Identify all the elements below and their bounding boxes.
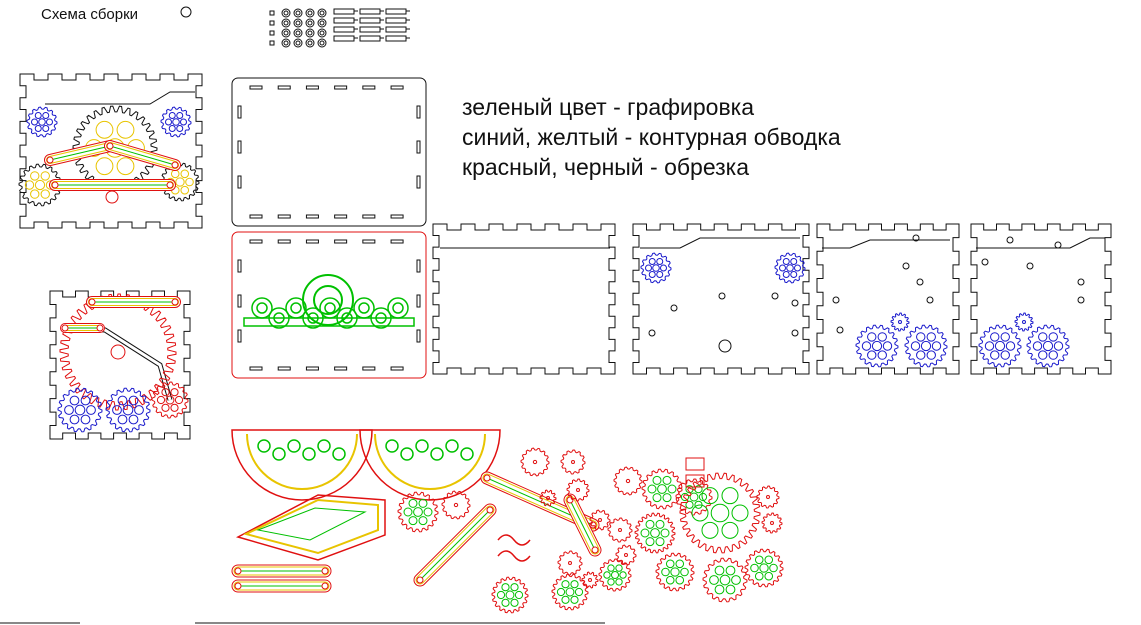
title-marker-circle bbox=[180, 6, 192, 18]
gear-loose-8 bbox=[551, 573, 589, 611]
assembly2-gear-red-small bbox=[151, 381, 189, 419]
panel3-gear-b bbox=[904, 324, 948, 368]
legend-line-engrave: зеленый цвет - графировка bbox=[462, 94, 755, 120]
page-title: Схема сборки bbox=[41, 6, 139, 23]
side-panel-right bbox=[970, 223, 1112, 375]
side-panel-three-gears bbox=[816, 223, 960, 375]
gear-loose-23 bbox=[615, 544, 637, 566]
link-bar-long-1 bbox=[231, 564, 332, 578]
link-bar-long-2 bbox=[231, 579, 332, 593]
assembly2-gear-blue-2 bbox=[105, 387, 151, 433]
gear-loose-19 bbox=[744, 548, 784, 588]
assembly1-gear-blue-left bbox=[26, 106, 58, 138]
gear-loose-11 bbox=[613, 466, 643, 496]
panel4-gear-small bbox=[1014, 312, 1034, 332]
small-connectors bbox=[497, 457, 705, 562]
top-plate-black bbox=[231, 77, 427, 227]
gear-loose-10 bbox=[589, 509, 611, 531]
assembly1-link-a bbox=[44, 140, 116, 166]
panel4-gear-a bbox=[978, 324, 1022, 368]
gear-loose-14 bbox=[634, 512, 676, 554]
gear-loose-5 bbox=[397, 491, 439, 533]
assembly1-link-c bbox=[49, 179, 176, 191]
panel2-gear-left bbox=[640, 252, 672, 284]
panel3-gear-a bbox=[855, 324, 899, 368]
top-plate-red bbox=[231, 231, 427, 379]
assembly1-gear-blue-right bbox=[160, 106, 192, 138]
engraved-ornament bbox=[243, 274, 415, 329]
gear-loose-16 bbox=[679, 472, 761, 554]
side-panel-plain bbox=[432, 223, 616, 375]
assembly2-gear-red-big bbox=[59, 293, 177, 411]
gear-loose-20 bbox=[761, 512, 783, 534]
hardware-parts bbox=[269, 8, 410, 48]
gear-loose-13 bbox=[607, 517, 633, 543]
fan-gear-segments bbox=[231, 429, 501, 501]
assembly2-gear-blue-1 bbox=[57, 387, 103, 433]
gear-loose-6 bbox=[441, 490, 471, 520]
gear-loose-24 bbox=[581, 571, 599, 589]
gear-loose-17 bbox=[655, 552, 695, 592]
gear-loose-3 bbox=[566, 478, 590, 502]
panel4-gear-b bbox=[1026, 324, 1070, 368]
color-legend: зеленый цвет - графировка синий, желтый … bbox=[462, 92, 841, 182]
side-panel-blue-gears bbox=[632, 223, 810, 375]
assembly2-link-diag bbox=[60, 323, 105, 333]
gear-loose-21 bbox=[756, 485, 780, 509]
assembly2-link-top bbox=[86, 296, 181, 308]
legend-line-contour: синий, желтый - контурная обводка bbox=[462, 124, 841, 150]
gear-loose-4 bbox=[539, 489, 557, 507]
gear-loose-2 bbox=[560, 449, 586, 475]
panel3-gear-small bbox=[890, 312, 910, 332]
triangle-frame bbox=[235, 494, 386, 561]
gear-loose-7 bbox=[491, 576, 529, 614]
gear-loose-18 bbox=[702, 557, 748, 603]
gear-loose-1 bbox=[520, 447, 550, 477]
panel2-gear-right bbox=[774, 252, 806, 284]
link-bar-1 bbox=[413, 503, 497, 587]
gear-loose-9 bbox=[557, 550, 583, 576]
assembly1-link-b bbox=[104, 140, 181, 171]
legend-line-cut: красный, черный - обрезка bbox=[462, 154, 750, 180]
gear-loose-12 bbox=[641, 468, 683, 510]
link-bar-3 bbox=[563, 493, 602, 557]
assembly1-gear-left bbox=[18, 163, 62, 207]
